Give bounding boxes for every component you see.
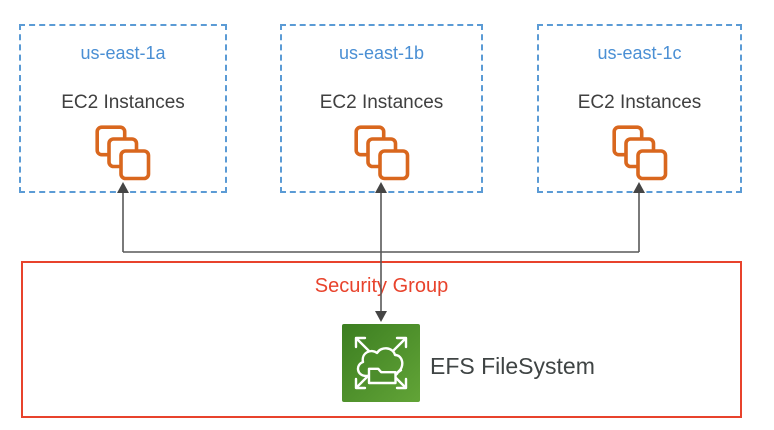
efs-filesystem-icon <box>342 324 420 402</box>
availability-zone-box-us-east-1a: us-east-1a EC2 Instances <box>19 24 227 193</box>
ec2-instances-label: EC2 Instances <box>61 92 185 113</box>
zone-name-label: us-east-1b <box>338 43 425 63</box>
availability-zone-box-us-east-1b: us-east-1b EC2 Instances <box>280 24 483 193</box>
ec2-instances-label: EC2 Instances <box>319 92 444 113</box>
zone-name-label: us-east-1a <box>80 43 166 63</box>
ec2-instances-label: EC2 Instances <box>577 92 702 113</box>
ec2-instances-icon <box>611 125 667 181</box>
zone-name-label: us-east-1c <box>597 43 682 63</box>
efs-filesystem-label: EFS FileSystem <box>430 353 595 379</box>
security-group-label: Security Group <box>314 275 449 297</box>
ec2-instances-icon <box>353 125 409 181</box>
availability-zone-box-us-east-1c: us-east-1c EC2 Instances <box>537 24 742 193</box>
ec2-instances-icon <box>95 125 151 181</box>
